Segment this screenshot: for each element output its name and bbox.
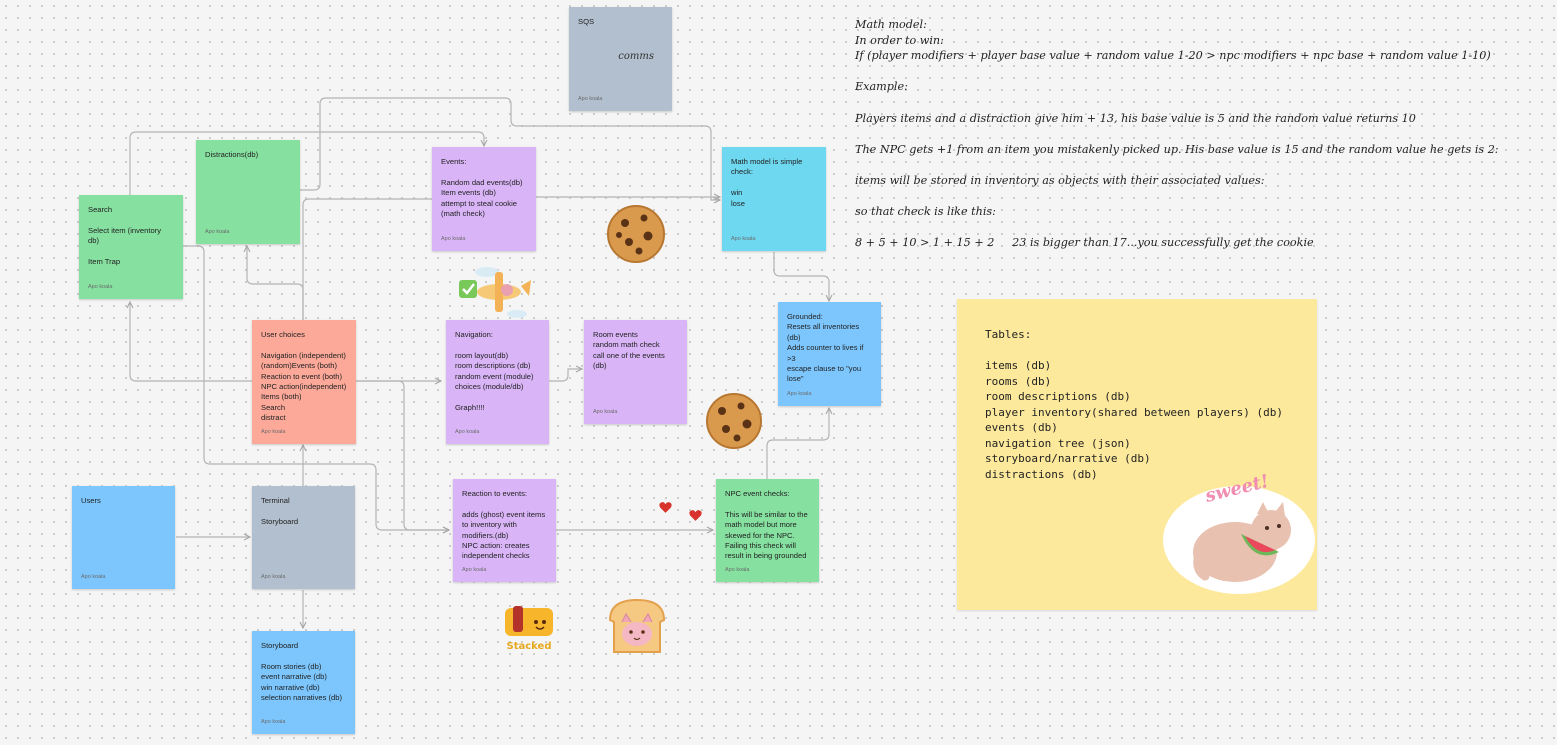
- connector-math-to-grounded: [773, 252, 829, 301]
- sticky-body: room layout(db) room descriptions (db) r…: [455, 350, 534, 412]
- math-line: [855, 95, 1545, 111]
- sticky-terminal[interactable]: Terminal Storyboard Apo koala: [252, 486, 355, 589]
- toast-cat-sticker[interactable]: [604, 598, 670, 656]
- math-line: The NPC gets +1 from an item you mistake…: [855, 142, 1499, 156]
- connector-npc-to-grounded: [766, 408, 829, 479]
- sticky-navigation[interactable]: Navigation: room layout(db) room descrip…: [446, 320, 549, 444]
- connector-search-loop-to-reaction: [183, 245, 449, 530]
- math-line: [855, 126, 1545, 142]
- cookie-icon[interactable]: [606, 204, 666, 264]
- tables-text: Tables: items (db) rooms (db) room descr…: [985, 328, 1284, 481]
- sticky-distractions[interactable]: Distractions(db) Apo koala: [196, 140, 300, 244]
- sticky-grounded[interactable]: Grounded: Resets all inventories (db) Ad…: [778, 302, 881, 406]
- connector-navigation-to-roomevents: [549, 369, 582, 382]
- sticky-title: Room events: [593, 330, 638, 339]
- math-line: [855, 64, 1545, 80]
- stacked-label: Stacked: [507, 641, 552, 652]
- sticky-author: Apo koala: [787, 390, 812, 397]
- cookie-icon[interactable]: [704, 393, 764, 449]
- sticky-author: Apo koala: [261, 718, 286, 725]
- sticky-body: random math check call one of the events…: [593, 340, 665, 371]
- heart-icon[interactable]: [689, 509, 702, 522]
- sticky-body: This will be similar to the math model b…: [725, 509, 808, 561]
- sticky-author: Apo koala: [441, 235, 466, 242]
- sticky-room-events[interactable]: Room events random math check call one o…: [584, 320, 687, 424]
- sticky-author: Apo koala: [578, 95, 603, 102]
- sticky-author: Apo koala: [261, 428, 286, 435]
- sticky-author: Apo koala: [725, 566, 750, 573]
- sticky-body: Random dad events(db) Item events (db) a…: [441, 177, 523, 219]
- sticky-author: Apo koala: [462, 566, 487, 573]
- math-line: items will be stored in inventory as obj…: [855, 173, 1265, 187]
- connector-distractions-to-math: [300, 97, 720, 200]
- connector-userchoices-to-search: [130, 302, 252, 382]
- sticky-events[interactable]: Events: Random dad events(db) Item event…: [432, 147, 536, 251]
- math-line: [855, 189, 1545, 205]
- math-line: If (player modifiers + player base value…: [855, 49, 1491, 63]
- sticky-author: Apo koala: [261, 573, 286, 580]
- airplane-sticker[interactable]: [455, 262, 535, 320]
- heart-icon[interactable]: [659, 501, 672, 514]
- sticky-npc-checks[interactable]: NPC event checks: This will be similar t…: [716, 479, 819, 582]
- math-line: so that check is like this:: [855, 205, 996, 219]
- sticky-search[interactable]: Search Select item (inventory db) Item T…: [79, 195, 183, 299]
- sticky-title: SQS: [578, 17, 595, 26]
- math-model-text[interactable]: Math model: In order to win: If (player …: [855, 17, 1545, 251]
- math-line: 8 + 5 + 10 > 1 + 15 + 2 23 is bigger tha…: [855, 236, 1314, 250]
- sticky-title: NPC event checks:: [725, 489, 790, 498]
- math-line: Math model:: [855, 18, 927, 31]
- sticky-body: Room stories (db) event narrative (db) w…: [261, 661, 343, 703]
- sticky-users[interactable]: Users Apo koala: [72, 486, 175, 589]
- sticky-author: Apo koala: [205, 228, 230, 235]
- sticky-math-simple[interactable]: Math model is simple check: win lose Apo…: [722, 147, 826, 251]
- math-line: Example:: [855, 80, 908, 94]
- sticky-body: adds (ghost) event items to inventory wi…: [462, 509, 546, 561]
- sticky-title: Reaction to events:: [462, 489, 528, 498]
- connector-userchoices-to-reaction: [356, 380, 449, 530]
- sticky-user-choices[interactable]: User choices Navigation (independent) (r…: [252, 320, 356, 444]
- connector-search-to-events: [129, 131, 484, 195]
- sticky-body: Storyboard: [261, 516, 299, 526]
- sticky-title: Terminal: [261, 496, 290, 505]
- sticky-storyboard[interactable]: Storyboard Room stories (db) event narra…: [252, 631, 355, 734]
- sticky-body: Resets all inventories (db) Adds counter…: [787, 322, 864, 384]
- sticky-author: Apo koala: [593, 408, 618, 415]
- sticky-body: Select item (inventory db) Item Trap: [88, 225, 162, 267]
- sticky-sqs[interactable]: SQS comms Apo koala: [569, 7, 672, 111]
- math-line: Players items and a distraction give him…: [855, 111, 1416, 125]
- sticky-author: Apo koala: [731, 235, 756, 242]
- sticky-author: Apo koala: [455, 428, 480, 435]
- connector-userchoices-to-events: [302, 199, 441, 320]
- sticky-reaction[interactable]: Reaction to events: adds (ghost) event i…: [453, 479, 556, 582]
- sticky-author: Apo koala: [81, 573, 106, 580]
- sticky-title: Storyboard: [261, 641, 299, 650]
- sticky-title: User choices: [261, 330, 305, 339]
- connector-userchoices-to-distractions: [247, 246, 304, 320]
- math-line: [855, 220, 1545, 236]
- sticky-title: Users: [81, 496, 101, 505]
- sticky-body: Navigation (independent) (random)Events …: [261, 350, 347, 423]
- math-line: In order to win:: [855, 33, 944, 47]
- sticky-title: Events:: [441, 157, 467, 166]
- sticky-body: win lose: [731, 188, 745, 208]
- sweet-cat-sticker[interactable]: sweet!: [1155, 468, 1317, 596]
- sticky-title: Grounded:: [787, 312, 823, 321]
- sticky-title: Search: [88, 205, 113, 214]
- sticky-title: Distractions(db): [205, 150, 259, 159]
- math-line: [855, 157, 1545, 173]
- sticky-title: Math model is simple check:: [731, 157, 803, 177]
- sticky-comms-text: comms: [618, 51, 654, 62]
- sticky-author: Apo koala: [88, 283, 113, 290]
- stacked-sticker[interactable]: Stacked: [500, 602, 558, 654]
- sticky-title: Navigation:: [455, 330, 493, 339]
